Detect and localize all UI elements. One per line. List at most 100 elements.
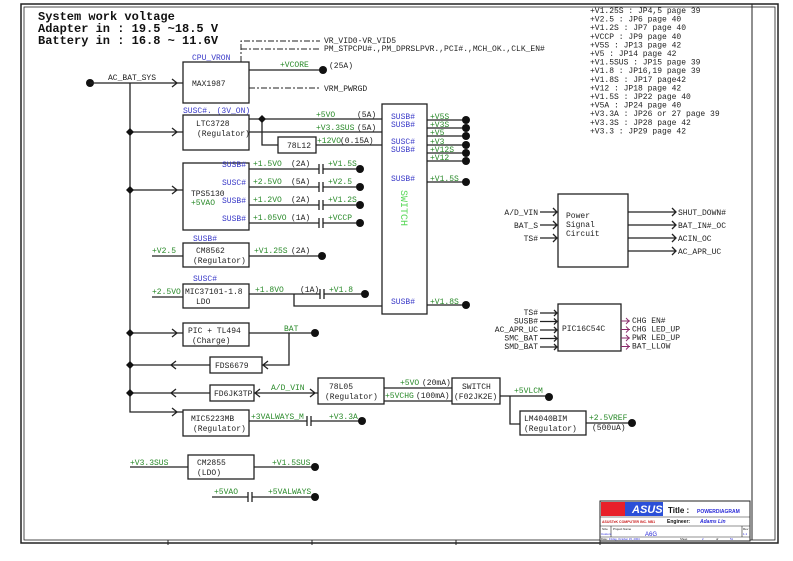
tps-output-wire <box>249 164 356 174</box>
cm8562-block[interactable] <box>182 242 250 268</box>
5vo-current: (5A) <box>357 111 376 120</box>
mic37101-block[interactable] <box>182 283 250 309</box>
v33sus-current: (5A) <box>357 124 376 133</box>
pic-output-wire <box>621 343 630 350</box>
psc-io: A/D_VINBAT_STS#SHUT_DOWN#BAT_IN#_OCACIN_… <box>504 207 726 257</box>
vid-label: VR_VID0-VR_VID5 <box>324 37 396 46</box>
pic-input-wire <box>540 309 558 317</box>
fds6679-label: FDS6679 <box>215 362 249 371</box>
vref-current: (500uA) <box>592 424 626 433</box>
tps-rail-node <box>356 219 364 227</box>
tps-output-current: (2A) <box>291 160 310 169</box>
pic-input-wire <box>540 335 558 342</box>
5vao-label: +5VAO <box>214 488 238 497</box>
pic-input-label: SMC_BAT <box>504 335 538 344</box>
switch-output-label: +V3S <box>430 121 449 130</box>
switch-enable: SUSB# <box>391 113 415 122</box>
ad-vin-label: A/D_VIN <box>271 384 305 393</box>
switch-output-node <box>462 157 470 165</box>
switch-enable: SUSB# <box>391 175 415 184</box>
ltc3728-block[interactable] <box>182 114 250 151</box>
tps-output-label: +1.5VO <box>253 160 282 169</box>
max1987-block[interactable] <box>182 61 250 104</box>
header-title: System work voltage <box>38 10 175 24</box>
vref-node <box>628 419 636 427</box>
ac-bat-sys-bus <box>90 82 210 413</box>
jumper-entry: +V12 : JP18 page 42 <box>590 84 681 93</box>
pic-output-label: CHG LED_UP <box>632 326 680 335</box>
v33sus-label: +V3.3SUS <box>316 124 355 133</box>
v33a-label: +V3.3A <box>329 413 358 422</box>
78l12-label: 78L12 <box>287 142 311 151</box>
vid-signal-lines <box>240 40 320 62</box>
v18-label: +V1.8 <box>329 286 353 295</box>
switch-f02jk2e-sub: (F02JK2E) <box>454 393 497 402</box>
pic-tl494-block[interactable] <box>182 322 250 347</box>
tps-rail-label: +V2.5 <box>328 178 352 187</box>
power-signal-circuit-block[interactable] <box>557 193 629 268</box>
5vo-label: +5VO <box>316 111 335 120</box>
tps-rail-label: +V1.2S <box>328 196 357 205</box>
mic-jumper <box>319 289 325 299</box>
tps-rail-label: +V1.5S <box>328 160 357 169</box>
vcore-label: +VCORE <box>280 61 309 70</box>
fds6679-block[interactable] <box>209 356 263 374</box>
psc-input-label: BAT_S <box>514 222 538 231</box>
mic37101-input: +2.5VO <box>152 288 181 297</box>
tps-output-current: (2A) <box>291 196 310 205</box>
v125s-node <box>318 252 326 260</box>
78l12-block[interactable] <box>277 136 317 154</box>
mic5223-block[interactable] <box>182 409 250 437</box>
5valways-wire <box>212 492 314 502</box>
switch-block[interactable] <box>381 103 428 315</box>
pic16c54c-block[interactable] <box>557 303 622 352</box>
switch-output-node <box>462 149 470 157</box>
psc-input-label: A/D_VIN <box>504 209 538 218</box>
tps5130-sub: +5VAO <box>191 199 215 208</box>
psc-output-label: BAT_IN#_OC <box>678 222 726 231</box>
max1987-label: MAX1987 <box>192 80 226 89</box>
jumper-entry: +VCCP : JP9 page 40 <box>590 33 681 42</box>
jumper-entry: +V1.5SUS : JP15 page 39 <box>590 59 701 68</box>
bat-node <box>311 329 319 337</box>
switch-enable: SUSB# <box>391 146 415 155</box>
tps5130-block[interactable] <box>182 162 250 231</box>
max1987-enable: CPU_VRON <box>192 54 231 63</box>
pic-output-wire <box>621 326 630 333</box>
lm4040-block[interactable] <box>519 410 587 436</box>
bat-label: BAT <box>284 325 299 334</box>
date-label: Date: <box>601 537 608 541</box>
jumper-entry: +V1.5S : JP22 page 40 <box>590 93 691 102</box>
pic16c54c-label: PIC16C54C <box>562 325 605 334</box>
jumper-entry: +V3.3A : JP26 or 27 page 39 <box>590 110 720 119</box>
switch-label: SWITCH <box>397 190 408 226</box>
bus-junctions <box>126 128 134 397</box>
cm8562-input: +V2.5 <box>152 247 176 256</box>
mic37101-enable: SUSC# <box>193 275 217 284</box>
title-label: Title : <box>668 506 689 515</box>
78l05-block[interactable] <box>317 377 385 405</box>
jumper-entry: +V2.5 : JP6 page 40 <box>590 16 681 25</box>
switch-output-node <box>462 141 470 149</box>
switch-f02jk2e-block[interactable] <box>451 377 501 405</box>
vlcm-node <box>545 393 553 401</box>
switch-f02jk2e-label: SWITCH <box>462 383 491 392</box>
tps-enable: SUSB# <box>222 215 246 224</box>
jumper-entry: +V1.8S : JP17 page42 <box>590 76 686 85</box>
sheet-value: 2 <box>702 537 704 541</box>
valways-wire <box>249 416 361 426</box>
78l05-out-wires <box>384 387 452 402</box>
tps-rail-label: +VCCP <box>328 214 352 223</box>
ltc3728-label: LTC3728 <box>196 120 230 129</box>
date-value: Friday, October 15, 2004 <box>609 537 640 541</box>
vcore-current: (25A) <box>329 62 353 71</box>
bus-arrows <box>169 78 179 417</box>
pic-input-wire <box>540 343 558 351</box>
rev-value: 1.1 <box>743 532 748 536</box>
ltc-junction <box>258 115 266 123</box>
mic37101-label: MIC37101-1.8 <box>185 288 243 297</box>
company-name: ASUSTeK COMPUTER INC. NB1 <box>602 520 655 524</box>
pic-output-label: PWR LED_UP <box>632 334 680 343</box>
cm8562-label: CM8562 <box>196 247 225 256</box>
